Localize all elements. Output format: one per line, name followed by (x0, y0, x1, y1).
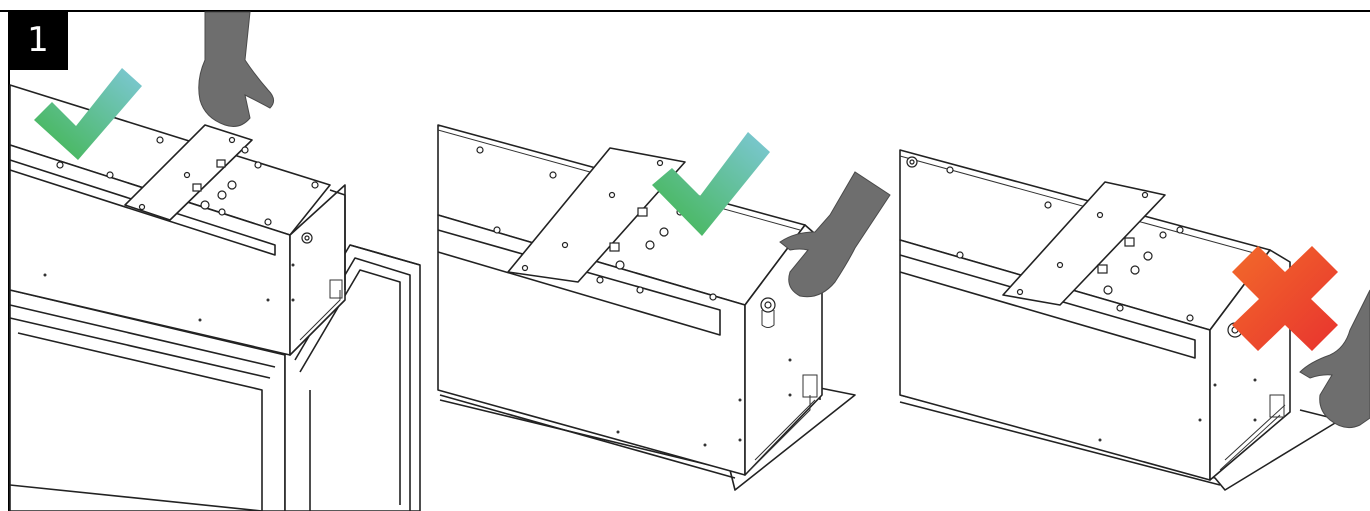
panel-left-fasteners (56, 136, 319, 226)
frame-border-left (8, 10, 10, 511)
checkmark-icon (34, 68, 142, 160)
step-number-badge: 1 (8, 10, 68, 70)
panel-left (9, 11, 421, 511)
panel-right-hand (1299, 289, 1370, 429)
panel-left-hand (198, 11, 274, 127)
panel-right (899, 149, 1370, 491)
panel-middle-plate (507, 147, 686, 283)
panel-middle (437, 124, 891, 491)
panel-right-fasteners (906, 156, 1194, 322)
cross-icon (1232, 246, 1338, 351)
checkmark-icon (652, 132, 770, 236)
panel-left-plate (124, 124, 253, 221)
panel-right-plate (1002, 181, 1166, 306)
panel-middle-hand (779, 171, 891, 298)
frame-border-top (0, 10, 1370, 12)
panel-left-stand (9, 244, 421, 511)
